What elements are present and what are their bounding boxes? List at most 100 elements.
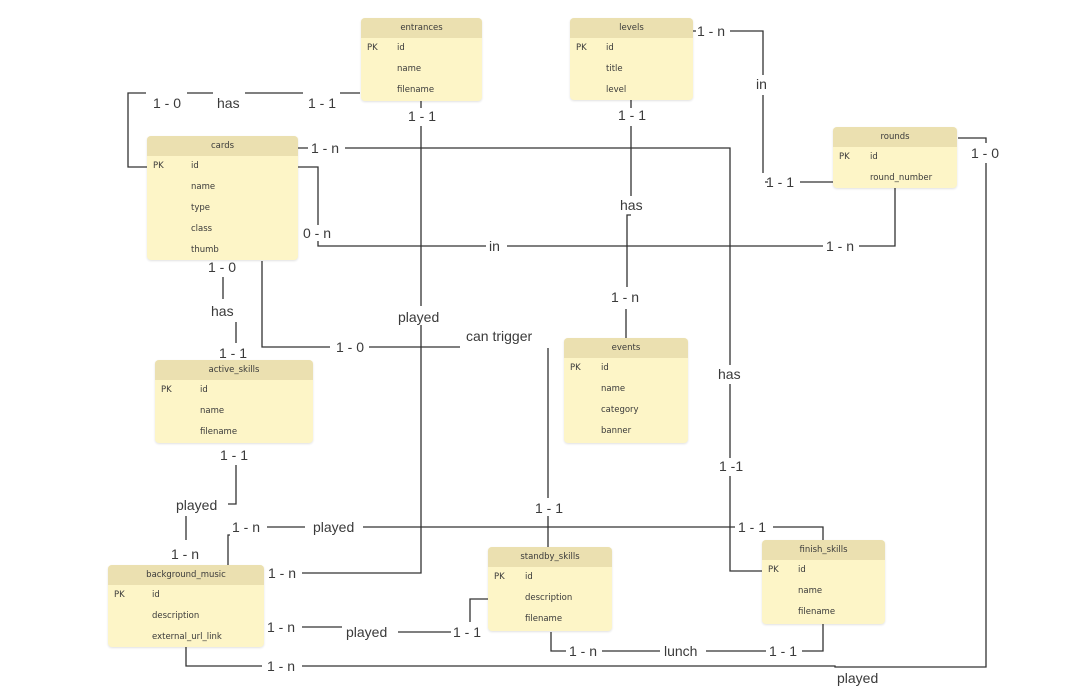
- relationship-verb-label: played: [346, 624, 387, 640]
- connector-line: [302, 100, 422, 574]
- relationship-cards-active: 1 - 0 has 1 - 1: [208, 259, 247, 361]
- field-id: id: [152, 590, 160, 600]
- cardinality-label: 1 - 1: [453, 624, 481, 640]
- cardinality-label: 1 - 1: [219, 345, 247, 361]
- cardinality-label: 1 - n: [697, 23, 725, 39]
- connector-line: [185, 465, 237, 540]
- relationship-bgm-standby: 1 - n played 1 - 1: [267, 598, 488, 640]
- connector-line: [227, 526, 824, 565]
- cardinality-label: 1 - 0: [208, 259, 236, 275]
- field-id: id: [606, 43, 614, 53]
- relationship-levels-rounds: 1 - n in 1 - 1: [693, 23, 833, 190]
- field-name: name: [200, 406, 225, 416]
- relationship-verb-label: played: [176, 497, 217, 513]
- field-id: id: [870, 152, 878, 162]
- pk-marker: PK: [153, 161, 164, 171]
- cardinality-label: 1 - 1: [308, 95, 336, 111]
- entity-title: entrances: [361, 18, 482, 38]
- field-filename: filename: [525, 614, 563, 624]
- cardinality-label: 1 - 0: [153, 95, 181, 111]
- cardinality-label: 1 - n: [171, 546, 199, 562]
- relationship-verb-label: in: [756, 76, 767, 92]
- entity-entrances[interactable]: entrances PK id name filename: [361, 18, 482, 101]
- field-description: description: [152, 611, 200, 621]
- relationship-verb-label: has: [211, 303, 234, 319]
- pk-marker: PK: [576, 43, 587, 53]
- entity-title: standby_skills: [488, 547, 612, 567]
- field-round-number: round_number: [870, 173, 933, 183]
- field-title: title: [606, 64, 623, 74]
- field-category: category: [601, 405, 639, 415]
- field-id: id: [525, 572, 533, 582]
- field-id: id: [191, 161, 199, 171]
- field-name: name: [601, 384, 626, 394]
- cardinality-label: 1 - n: [232, 519, 260, 535]
- field-level: level: [606, 85, 627, 95]
- relationship-cards-standby: 1 - 0 can trigger 1 - 1: [261, 261, 563, 547]
- pk-marker: PK: [570, 363, 581, 373]
- relationship-verb-label: lunch: [664, 643, 697, 659]
- cardinality-label: 1 - 1: [408, 108, 436, 124]
- connector-line: [298, 166, 896, 247]
- relationship-levels-events: 1 - 1 has 1 - n: [611, 100, 646, 338]
- connector-line: [298, 147, 762, 572]
- connector-line: [222, 277, 237, 343]
- field-external-url-link: external_url_link: [152, 632, 222, 642]
- field-id: id: [200, 385, 208, 395]
- relationship-bgm-finish: 1 - n played 1 - 1: [227, 519, 824, 565]
- connector-line: [625, 100, 632, 338]
- pk-marker: PK: [839, 152, 850, 162]
- field-banner: banner: [601, 426, 632, 436]
- field-class: class: [191, 224, 213, 234]
- relationship-verb-label: has: [217, 95, 240, 111]
- field-type: type: [191, 203, 210, 213]
- field-name: name: [397, 64, 422, 74]
- field-filename: filename: [397, 85, 435, 95]
- cardinality-label: 1 - 1: [618, 107, 646, 123]
- pk-marker: PK: [768, 565, 779, 575]
- cardinality-label: 1 - n: [569, 643, 597, 659]
- connector-line: [185, 137, 987, 668]
- relationship-standby-finish: 1 - n lunch 1 - 1: [550, 624, 824, 659]
- relationship-verb-label: can trigger: [466, 328, 532, 344]
- field-thumb: thumb: [191, 245, 219, 255]
- cardinality-label: 1 - n: [268, 565, 296, 581]
- cardinality-label: 1 - 0: [971, 145, 999, 161]
- cardinality-label: 0 - n: [303, 225, 331, 241]
- field-id: id: [397, 43, 405, 53]
- cardinality-label: 1 -1: [719, 458, 743, 474]
- field-name: name: [798, 586, 823, 596]
- pk-marker: PK: [367, 43, 378, 53]
- relationship-verb-label: played: [398, 309, 439, 325]
- cardinality-label: 1 - 1: [766, 174, 794, 190]
- cardinality-label: 1 - 1: [738, 519, 766, 535]
- relationship-cards-finish: 1 - n has 1 -1: [298, 140, 762, 572]
- cardinality-label: 1 - n: [826, 238, 854, 254]
- cardinality-label: 1 - n: [267, 619, 295, 635]
- pk-marker: PK: [114, 590, 125, 600]
- field-id: id: [601, 363, 609, 373]
- entity-title: rounds: [833, 127, 957, 147]
- entity-title: events: [564, 338, 688, 358]
- relationship-verb-label: played: [313, 519, 354, 535]
- cardinality-label: 1 - 1: [220, 447, 248, 463]
- field-name: name: [191, 182, 216, 192]
- cardinality-label: 1 - n: [267, 658, 295, 674]
- field-filename: filename: [798, 607, 836, 617]
- connector-line: [550, 624, 824, 652]
- pk-marker: PK: [161, 385, 172, 395]
- relationship-entrances-bgm: 1 - 1 played 1 - n: [268, 100, 439, 581]
- relationship-verb-label: played: [837, 670, 878, 686]
- relationship-bgm-rounds: 1 - n played 1 - 0: [185, 137, 999, 686]
- entity-rounds[interactable]: rounds PK id round_number: [833, 127, 957, 188]
- entity-events[interactable]: events PK id name category banner: [564, 338, 688, 443]
- field-description: description: [525, 593, 573, 603]
